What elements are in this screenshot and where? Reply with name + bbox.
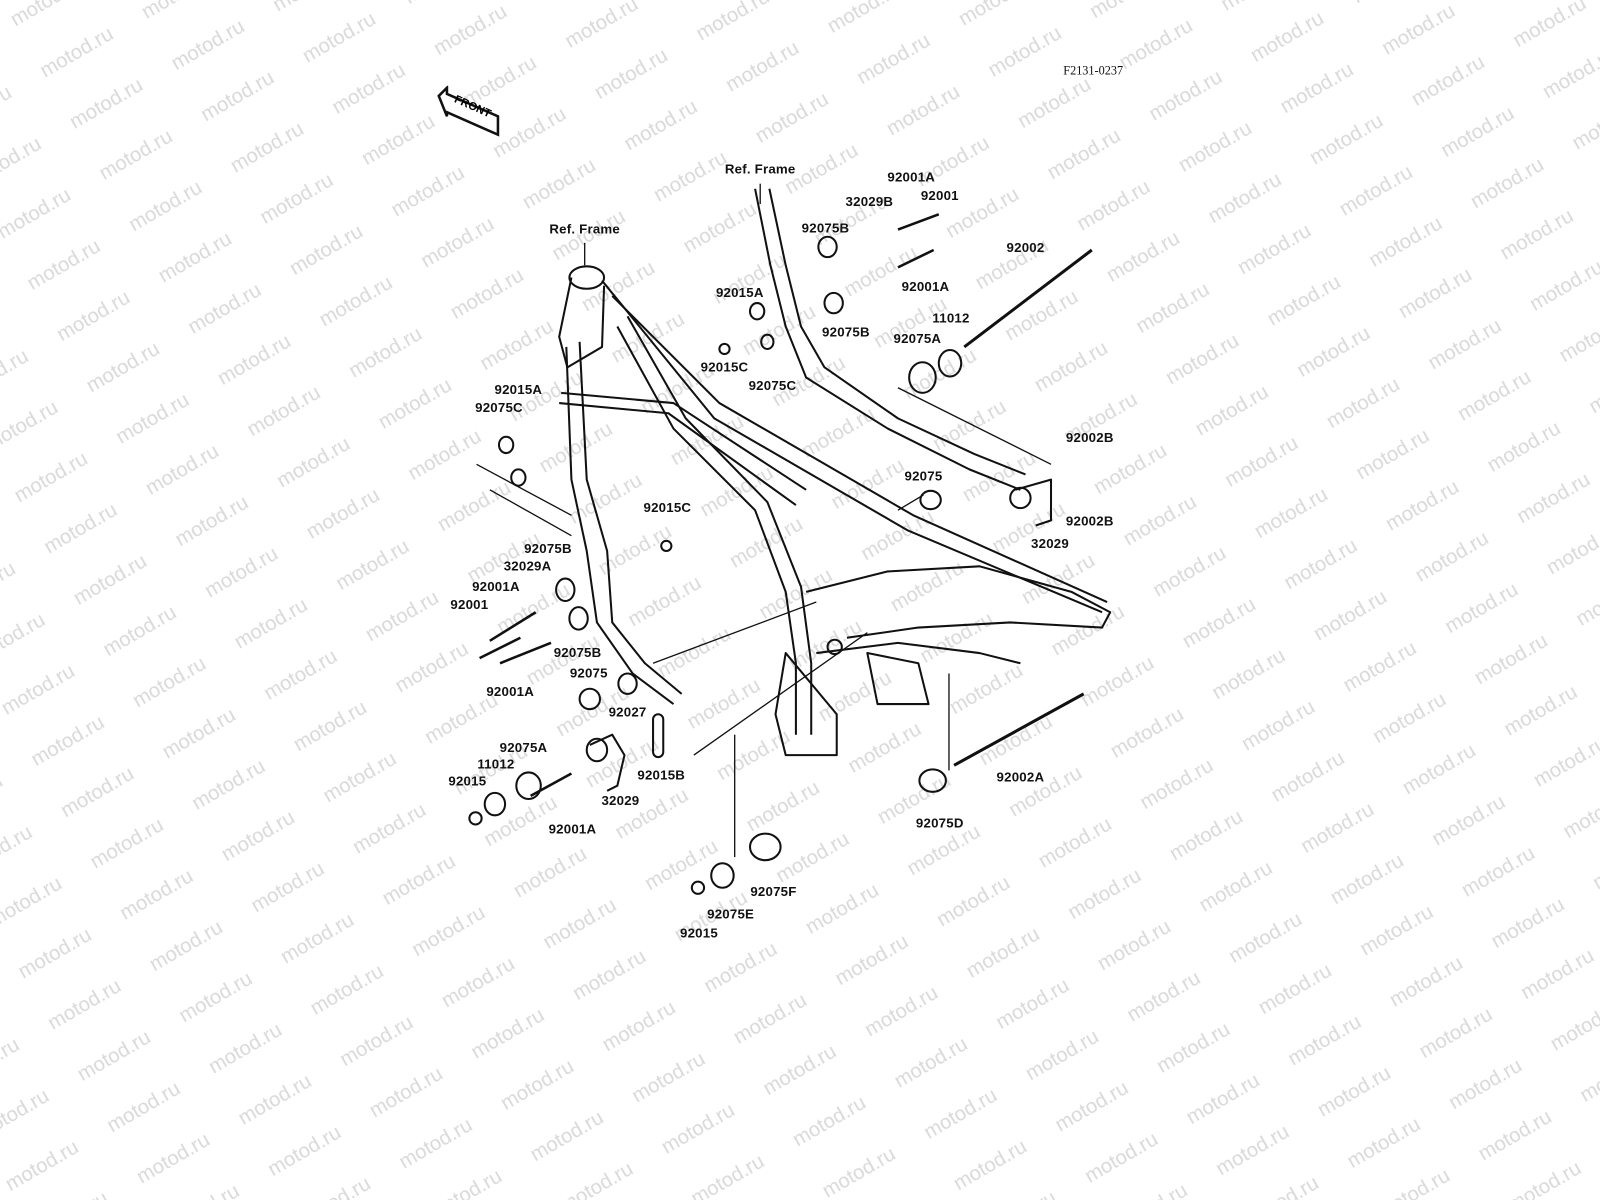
front-arrow-icon: FRONT (437, 85, 500, 137)
part-label: 92015B (637, 767, 686, 783)
part-label: 92075B (553, 644, 602, 661)
part-label: 92002B (1065, 429, 1114, 445)
part-label: 32029A (503, 558, 552, 574)
part-label: 92015C (643, 499, 692, 516)
part-label: 92075C (748, 377, 797, 393)
part-label: 92015A (494, 381, 543, 397)
part-label: 92001 (450, 596, 489, 613)
part-label: 92075B (801, 220, 850, 236)
part-label: 92075E (707, 906, 755, 922)
part-label: 92075F (750, 883, 797, 899)
part-label: 92001A (887, 169, 936, 185)
part-label: 92002 (1006, 239, 1045, 256)
part-label: 92075 (904, 468, 943, 484)
part-label: 92075B (524, 540, 572, 557)
part-label: 92027 (608, 704, 647, 720)
part-label: 92001A (548, 821, 597, 837)
part-label: 92075D (915, 815, 964, 831)
part-label: 92002A (996, 769, 1045, 785)
part-label: 11012 (932, 310, 970, 326)
part-label: 92075 (569, 665, 608, 681)
part-label: 92015 (680, 925, 718, 941)
part-label: 32029B (845, 193, 894, 210)
part-label: 32029 (1031, 535, 1069, 552)
diagram-code: F2131-0237 (1063, 63, 1124, 78)
part-label: 92015C (700, 359, 749, 375)
part-label: 11012 (477, 756, 515, 772)
part-label: 92001A (486, 683, 535, 699)
part-label: 92075A (499, 739, 548, 756)
part-label: 32029 (601, 792, 640, 809)
part-label: 92075B (822, 324, 870, 340)
part-label: 92001A (472, 578, 520, 594)
part-label: 92001A (901, 278, 950, 294)
part-label: 92015 (448, 773, 487, 789)
ref-frame-label: Ref. Frame (549, 221, 620, 237)
ref-frame-label: Ref. Frame (724, 161, 796, 177)
part-label: 92075A (893, 330, 942, 346)
part-label: 92075C (475, 399, 523, 416)
part-label: 92002B (1065, 513, 1114, 529)
part-label: 92015A (715, 284, 764, 300)
part-label: 92001 (920, 187, 959, 204)
